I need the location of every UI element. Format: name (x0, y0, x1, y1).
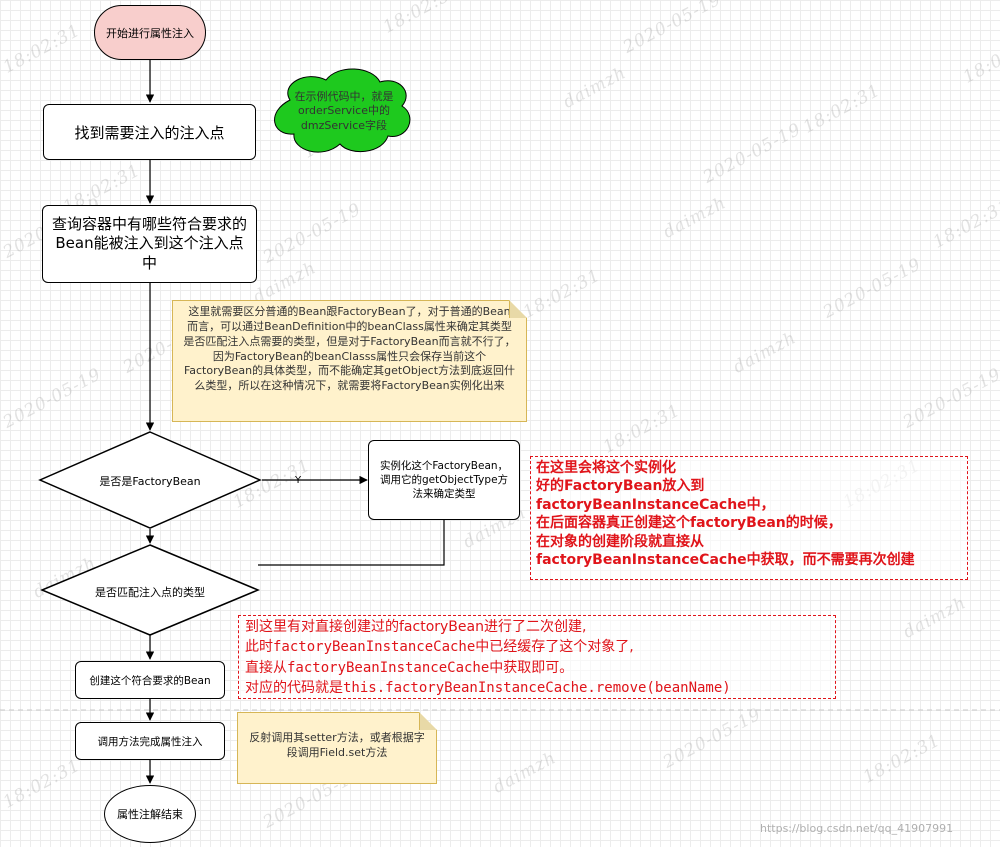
is-factory-bean-label: 是否是FactoryBean (99, 475, 201, 488)
instantiate-factory-bean-step: 实例化这个FactoryBean，调用它的getObjectType方法来确定类… (368, 440, 520, 520)
decision-is-factory-bean-shape (38, 431, 262, 529)
start-node: 开始进行属性注入 (94, 5, 206, 60)
start-label: 开始进行属性注入 (106, 26, 194, 40)
cache-note-line: 好的FactoryBean放入到 (536, 478, 705, 495)
second-note-line: 直接从factoryBeanInstanceCache中获取即可。 (245, 659, 574, 676)
cache-note-line: 在后面容器真正创建这个factoryBean的时候， (536, 515, 842, 532)
end-node: 属性注解结束 (104, 785, 196, 843)
instantiate-factory-bean-label: 实例化这个FactoryBean，调用它的getObjectType方法来确定类… (379, 459, 509, 501)
yes-label: Y (294, 475, 302, 486)
find-injection-points-label: 找到需要注入的注入点 (74, 123, 225, 142)
csdn-url: https://blog.csdn.net/qq_41907991 (760, 822, 954, 835)
invoke-inject-step: 调用方法完成属性注入 (75, 722, 225, 760)
find-injection-points-step: 找到需要注入的注入点 (43, 104, 256, 160)
arrow-instance-back (258, 520, 445, 566)
reflect-note-text: 反射调用其setter方法，或者根据字段调用Field.set方法 (249, 731, 425, 759)
cache-note-line: factoryBeanInstanceCache中获取，而不需要再次创建 (536, 552, 915, 569)
second-note-line: 此时factoryBeanInstanceCache中已经缓存了这个对象了, (245, 639, 634, 656)
invoke-inject-label: 调用方法完成属性注入 (97, 735, 203, 748)
query-container-step: 查询容器中有哪些符合要求的Bean能被注入到这个注入点中 (42, 205, 257, 283)
cache-explanation-note: 在这里会将这个实例化 好的FactoryBean放入到 factoryBeanI… (530, 456, 968, 580)
cloud-note-text: 在示例代码中，就是orderService中的dmzService字段 (294, 90, 394, 132)
second-creation-note: 到这里有对直接创建过的factoryBean进行了二次创建, 此时factory… (238, 615, 836, 699)
cloud-shape (274, 68, 411, 153)
end-label: 属性注解结束 (117, 808, 183, 821)
cache-note-line: 在这里会将这个实例化 (536, 460, 676, 476)
decision-matches-type-shape (40, 544, 260, 636)
matches-type-label: 是否匹配注入点的类型 (95, 586, 205, 599)
second-note-line: 到这里有对直接创建过的factoryBean进行了二次创建, (245, 619, 587, 635)
create-bean-label: 创建这个符合要求的Bean (89, 674, 211, 687)
factory-bean-note: 这里就需要区分普通的Bean跟FactoryBean了，对于普通的Bean而言，… (172, 300, 527, 422)
factory-bean-note-text: 这里就需要区分普通的Bean跟FactoryBean了，对于普通的Bean而言，… (183, 305, 516, 393)
query-container-label: 查询容器中有哪些符合要求的Bean能被注入到这个注入点中 (51, 214, 247, 272)
second-note-line: 对应的代码就是this.factoryBeanInstanceCache.rem… (245, 679, 731, 696)
cache-note-line: factoryBeanInstanceCache中， (536, 496, 775, 513)
reflect-note: 反射调用其setter方法，或者根据字段调用Field.set方法 (237, 712, 437, 784)
cache-note-line: 在对象的创建阶段就直接从 (536, 533, 704, 550)
create-bean-step: 创建这个符合要求的Bean (75, 661, 225, 699)
